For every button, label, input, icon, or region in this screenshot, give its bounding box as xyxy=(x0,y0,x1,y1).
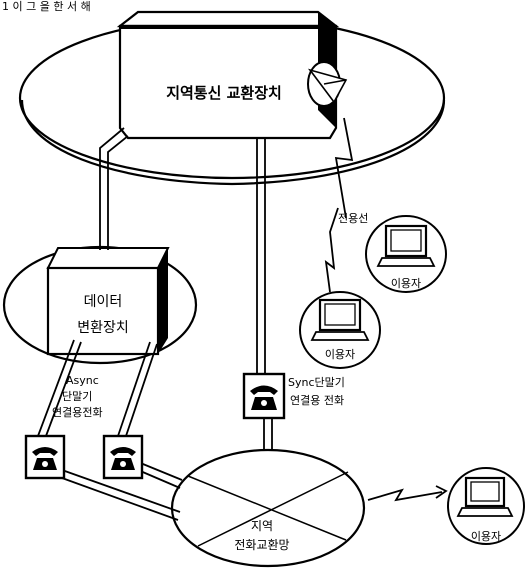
converter-label-line2: 변환장치 xyxy=(77,320,129,336)
async-phone-2-icon xyxy=(102,434,144,480)
sync-phone-icon xyxy=(242,372,286,420)
phone-network-label-line2: 전화교환망 xyxy=(234,538,289,552)
leased-line-label: 전용선 xyxy=(338,212,368,225)
phone-network-label-line1: 지역 xyxy=(251,519,273,533)
user-3-computer-icon xyxy=(447,467,525,545)
user-3-label: 이용자 xyxy=(471,530,501,543)
sync-label-line2: 연결용 전화 xyxy=(290,394,344,407)
user-2-label: 이용자 xyxy=(325,348,355,361)
link-exchange-sync-phone xyxy=(256,138,266,375)
converter-box xyxy=(46,247,170,356)
user-2-computer-icon xyxy=(299,291,381,369)
async-label-line2: 단말기 xyxy=(62,390,92,403)
wireless-link-network-user-icon xyxy=(367,485,448,502)
wireless-link-icon xyxy=(324,117,354,293)
user-1-computer-icon xyxy=(365,215,447,293)
link-converter-async-phones xyxy=(37,339,158,437)
phone-network-circle xyxy=(170,448,366,568)
exchange-label: 지역통신 교환장치 xyxy=(166,84,282,102)
link-exchange-converter xyxy=(99,127,129,250)
async-label-line1: Async xyxy=(66,374,99,387)
converter-label-line1: 데이터 xyxy=(84,294,123,310)
async-phone-1-icon xyxy=(24,434,66,480)
exchange-box xyxy=(116,10,340,140)
header-fragment: 1 이 그 을 한 서 해 xyxy=(2,0,91,13)
sync-label-line1: Sync단말기 xyxy=(288,376,345,389)
link-async-phones-network xyxy=(61,461,183,521)
async-label-line3: 연결용전화 xyxy=(52,406,103,419)
user-1-label: 이용자 xyxy=(391,277,421,290)
satellite-dish-icon xyxy=(307,61,348,107)
